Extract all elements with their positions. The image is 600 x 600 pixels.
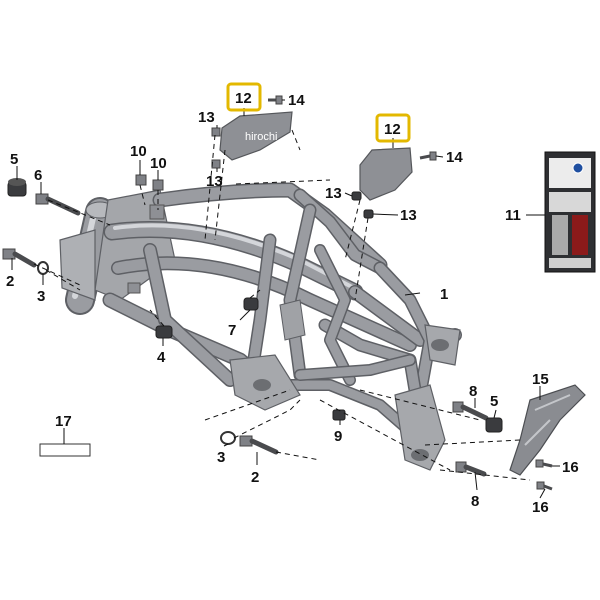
callout-1: 1 [440,286,448,303]
part-10-nut-b [152,179,164,191]
callout-10: 10 [130,143,147,160]
callout-14: 14 [446,149,463,166]
part-2-bolt-left [2,248,37,268]
part-13-bush-c [351,191,362,201]
callout-9: 9 [334,428,342,445]
part-4-bush [155,325,173,339]
part-5-buffer-right [485,417,503,433]
bracket-upper [149,204,165,220]
callout-2: 2 [251,469,259,486]
part-13-bush-d [363,209,374,219]
callout-8: 8 [469,383,477,400]
callout-14: 14 [288,92,305,109]
callout-11: 11 [505,207,521,224]
part-16-screw-b [536,481,553,491]
callout-12[interactable]: 12 [384,121,401,138]
callout-16: 16 [532,499,549,516]
callout-17: 17 [55,413,72,430]
pivot-plate-right [394,384,446,471]
callout-13: 13 [206,173,223,190]
callout-13: 13 [400,207,417,224]
part-12-cover-right [359,147,413,201]
part-15-heel-plate [509,384,586,476]
part-3-washer-bottom [220,431,236,445]
part-13-bush-b [211,159,221,169]
down-tubes [102,203,317,393]
callout-3: 3 [217,449,225,466]
callout-5: 5 [490,393,498,410]
part-11-paint-pack [544,151,596,273]
callout-labels: 5 6 2 3 10 10 4 7 9 3 2 8 8 5 1 11 15 16… [6,82,579,516]
callout-12[interactable]: 12 [235,90,252,107]
part-16-screw-a [535,459,553,468]
part-9-bush [332,409,346,421]
part-10-nut-a [135,174,147,186]
watermark-text: hirochi [245,131,277,143]
callout-7: 7 [228,322,236,339]
callout-15: 15 [532,371,549,388]
callout-16: 16 [562,459,579,476]
callout-13: 13 [198,109,215,126]
callout-13: 13 [325,185,342,202]
callout-2: 2 [6,273,14,290]
callout-5: 5 [10,151,18,168]
callout-4: 4 [157,349,166,366]
engine-mount-lug [279,299,306,341]
part-14-screw-b [419,151,437,161]
part-14-screw-a [268,95,283,105]
upper-tubes [103,182,417,352]
part-2-bolt-bottom [239,435,279,455]
callout-8: 8 [471,493,479,510]
callout-6: 6 [34,167,42,184]
part-7-bush [243,297,259,311]
callout-3: 3 [37,288,45,305]
lower-gusset [59,229,96,301]
highlight-box-12-right [375,113,411,143]
highlight-box-12-left [226,82,262,112]
part-8-bolt-upper [452,401,489,421]
dashed-assembly-lines [33,129,531,481]
part-6-bolt [35,193,81,216]
callout-10: 10 [150,155,167,172]
part-13-bush-a [211,127,221,137]
part-17-label-plate [39,443,91,457]
bracket-mid [127,282,141,294]
main-frame [59,182,462,471]
part-5-buffer-left [7,178,27,197]
part-12-cover-left: hirochi [219,111,293,161]
